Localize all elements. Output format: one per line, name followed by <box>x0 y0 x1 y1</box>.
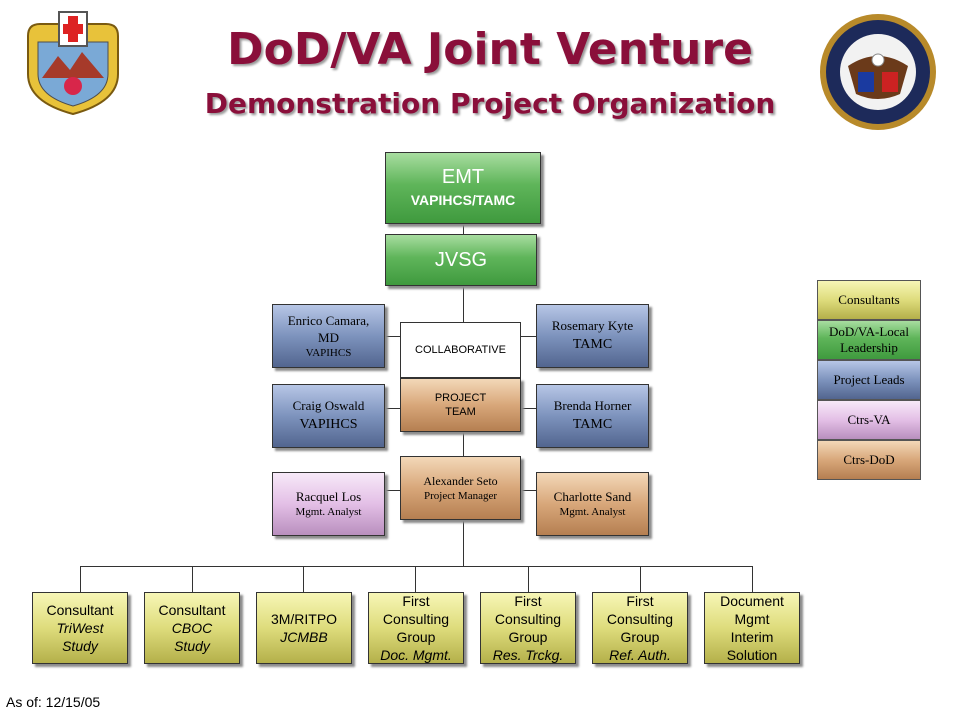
lead-credential: MD <box>318 330 339 345</box>
connector-drop-6 <box>640 566 641 592</box>
connector-drop-3 <box>303 566 304 592</box>
legend-ctrs-dod: Ctrs-DoD <box>817 440 921 480</box>
project-manager-box: Alexander Seto Project Manager <box>400 456 521 520</box>
va-seal-icon <box>820 14 936 130</box>
consultant-type: Consultant <box>158 602 226 618</box>
ctr-name: Racquel Los <box>295 489 362 504</box>
connector-drop-1 <box>80 566 81 592</box>
jvsg-label: JVSG <box>434 248 488 271</box>
project-manager-name: Alexander Seto <box>423 474 498 488</box>
ctr-box-charlotte-sand: Charlotte Sand Mgmt. Analyst <box>536 472 649 536</box>
page-title: DoD/VA Joint Venture <box>227 24 753 75</box>
ctr-name: Charlotte Sand <box>553 489 632 504</box>
legend-leadership: DoD/VA-Local Leadership <box>817 320 921 360</box>
lead-name: Brenda Horner <box>553 398 632 413</box>
consultant-box-fcg-doc-mgmt: First Consulting Group Doc. Mgmt. <box>368 592 464 664</box>
project-team-box: PROJECT TEAM <box>400 378 521 432</box>
lead-name: Enrico Camara, <box>287 313 370 328</box>
lead-org: TAMC <box>572 417 613 432</box>
connector-left-1 <box>385 336 400 337</box>
consultant-line: First <box>402 593 430 609</box>
consultant-line: First <box>514 593 542 609</box>
project-team-line1: PROJECT <box>434 392 487 404</box>
lead-name: Craig Oswald <box>292 398 365 413</box>
consultant-line: Solution <box>726 647 778 663</box>
consultant-line: Mgmt <box>734 611 770 627</box>
project-team-line2: TEAM <box>445 406 476 418</box>
connector-manager-bottom <box>463 520 464 566</box>
consultant-org: TriWest <box>56 620 104 636</box>
consultant-line: Interim <box>730 629 774 645</box>
consultant-scope: Ref. Auth. <box>609 647 671 663</box>
consultant-line: Group <box>508 629 548 645</box>
consultant-line: Document <box>720 593 784 609</box>
lead-name: Rosemary Kyte <box>551 318 634 333</box>
consultant-box-fcg-res-trckg: First Consulting Group Res. Trckg. <box>480 592 576 664</box>
consultant-box-fcg-ref-auth: First Consulting Group Ref. Auth. <box>592 592 688 664</box>
lead-box-rosemary-kyte: Rosemary Kyte TAMC <box>536 304 649 368</box>
connector-left-3 <box>385 490 400 491</box>
connector-jvsg-team <box>463 286 464 322</box>
consultant-box-3m-ritpo: 3M/RITPO JCMBB <box>256 592 352 664</box>
consultant-scope: Doc. Mgmt. <box>380 647 452 663</box>
lead-box-enrico-camara: Enrico Camara, MD VAPIHCS <box>272 304 385 368</box>
lead-org: VAPIHCS <box>305 347 352 359</box>
consultant-scope: Res. Trckg. <box>492 647 564 663</box>
consultant-scope: Study <box>62 638 98 654</box>
project-manager-role: Project Manager <box>424 490 497 502</box>
connector-drop-7 <box>752 566 753 592</box>
lead-box-craig-oswald: Craig Oswald VAPIHCS <box>272 384 385 448</box>
page-subtitle: Demonstration Project Organization <box>204 87 776 120</box>
consultant-line: Consulting <box>606 611 674 627</box>
consultant-line: Group <box>396 629 436 645</box>
consultant-scope: Study <box>174 638 210 654</box>
lead-box-brenda-horner: Brenda Horner TAMC <box>536 384 649 448</box>
lead-org: TAMC <box>572 337 613 352</box>
connector-right-1 <box>521 336 536 337</box>
legend-consultants: Consultants <box>817 280 921 320</box>
lead-org: VAPIHCS <box>299 417 358 432</box>
consultant-scope: JCMBB <box>280 629 328 645</box>
consultant-line: Consulting <box>494 611 562 627</box>
connector-right-3 <box>521 490 536 491</box>
ctr-role: Mgmt. Analyst <box>295 506 362 518</box>
ctr-box-racquel-los: Racquel Los Mgmt. Analyst <box>272 472 385 536</box>
connector-emt-jvsg <box>463 224 464 234</box>
connector-drop-2 <box>192 566 193 592</box>
connector-drop-5 <box>528 566 529 592</box>
connector-right-2 <box>521 408 536 409</box>
connector-bottom-bar <box>80 566 752 567</box>
tripler-amc-crest-icon <box>27 11 119 116</box>
connector-team-manager <box>463 432 464 456</box>
jvsg-box: JVSG <box>385 234 537 286</box>
emt-box: EMT VAPIHCS/TAMC <box>385 152 541 224</box>
consultant-type: Consultant <box>46 602 114 618</box>
consultant-box-document-mgmt: Document Mgmt Interim Solution <box>704 592 800 664</box>
connector-drop-4 <box>415 566 416 592</box>
connector-left-2 <box>385 408 400 409</box>
consultant-org: 3M/RITPO <box>270 611 338 627</box>
collaborative-label: COLLABORATIVE <box>415 344 506 356</box>
collaborative-box: COLLABORATIVE <box>400 322 521 378</box>
emt-subtitle: VAPIHCS/TAMC <box>410 192 516 208</box>
consultant-line: First <box>626 593 654 609</box>
emt-title: EMT <box>441 166 485 188</box>
consultant-box-triwest: Consultant TriWest Study <box>32 592 128 664</box>
legend-ctrs-va: Ctrs-VA <box>817 400 921 440</box>
ctr-role: Mgmt. Analyst <box>559 506 626 518</box>
consultant-box-cboc: Consultant CBOC Study <box>144 592 240 664</box>
legend-project-leads: Project Leads <box>817 360 921 400</box>
consultant-org: CBOC <box>171 620 213 636</box>
consultant-line: Group <box>620 629 660 645</box>
consultant-line: Consulting <box>382 611 450 627</box>
as-of-date: As of: 12/15/05 <box>6 694 101 710</box>
